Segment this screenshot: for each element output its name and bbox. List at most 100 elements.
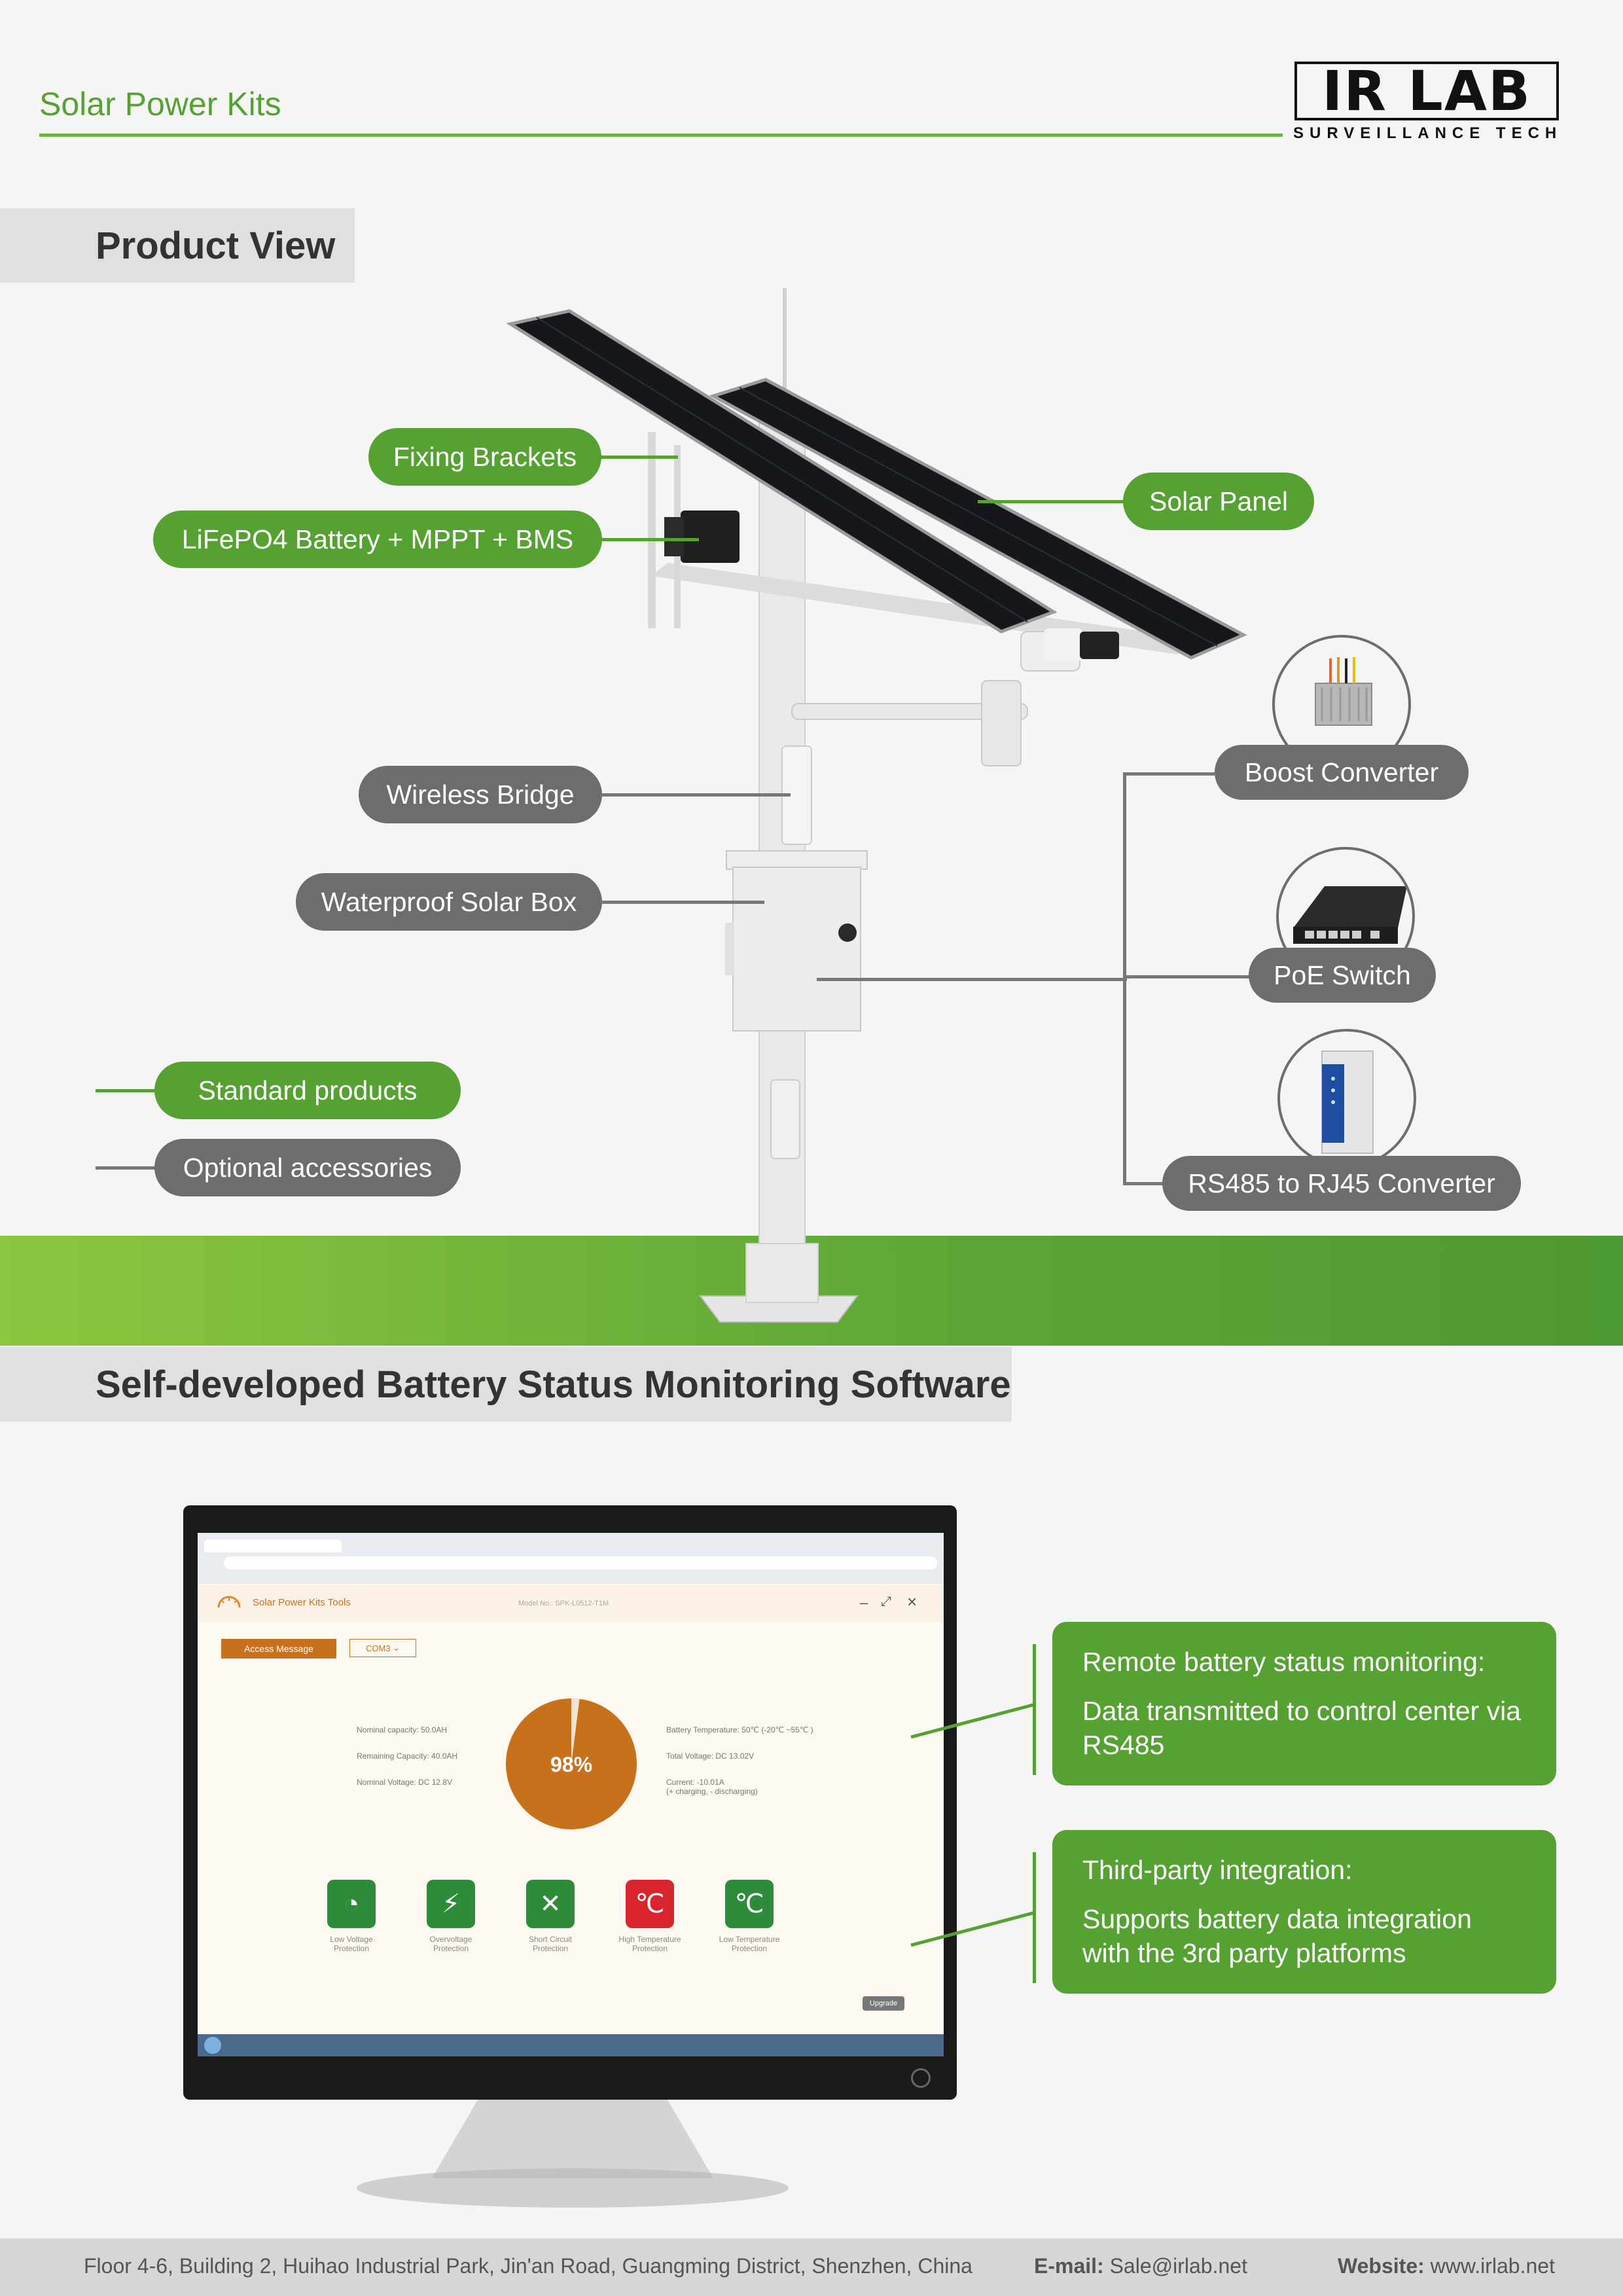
- protection-label: Short Circuit Protection: [528, 1935, 573, 1954]
- label-fixing-brackets-text: Fixing Brackets: [393, 441, 577, 472]
- logo-text: IR LAB: [1322, 59, 1531, 123]
- stat-battery-temperature: Battery Temperature: 50℃ (-20℃ ~55℃ ): [666, 1725, 813, 1734]
- battery-leader: [601, 538, 699, 541]
- label-solar-box-text: Waterproof Solar Box: [321, 886, 577, 917]
- access-message-button[interactable]: Access Message: [221, 1639, 336, 1659]
- label-wireless-bridge: Wireless Bridge: [359, 766, 602, 823]
- battery-percent: 98%: [550, 1753, 593, 1776]
- app-model: Model No.: SPK-L0512-T1M: [518, 1600, 609, 1607]
- solar-pole-illustration: [506, 288, 1247, 1323]
- taskbar: [198, 2034, 944, 2056]
- rs485-branch: [1123, 1182, 1175, 1185]
- header-divider: [39, 134, 1283, 137]
- battery-pie: [506, 1698, 637, 1829]
- page-title: Solar Power Kits: [39, 86, 281, 122]
- monitor-stand: [357, 2100, 789, 2208]
- feature-1-title: Remote battery status monitoring:: [1082, 1647, 1486, 1677]
- stat-remaining-capacity: Remaining Capacity: 40.0AH: [357, 1751, 458, 1761]
- label-wireless-bridge-text: Wireless Bridge: [386, 779, 575, 810]
- footer-website-label: Website:: [1338, 2254, 1425, 2278]
- footer-email-value[interactable]: Sale@irlab.net: [1109, 2254, 1247, 2278]
- legend-optional: Optional accessories: [154, 1139, 461, 1196]
- software-heading: Self-developed Battery Status Monitoring…: [0, 1347, 1012, 1422]
- legend-standard-line: [96, 1089, 161, 1092]
- feature-2-bracket: [1033, 1852, 1036, 1983]
- gauge-icon: ◔: [327, 1880, 376, 1928]
- thermometer-high-icon: ℃: [626, 1880, 674, 1928]
- lightning-icon: ⚡: [427, 1880, 475, 1928]
- poe-branch: [1123, 975, 1254, 978]
- boost-branch: [1123, 772, 1215, 776]
- start-icon[interactable]: [204, 2037, 221, 2054]
- solar-panel-leader: [978, 500, 1124, 503]
- protection-label: Low Temperature Protection: [719, 1935, 780, 1954]
- stat-current-note: (+ charging, - discharging): [666, 1787, 758, 1796]
- label-battery-text: LiFePO4 Battery + MPPT + BMS: [181, 524, 574, 554]
- stat-current: Current: -10.01A: [666, 1778, 724, 1787]
- label-fixing-brackets: Fixing Brackets: [368, 428, 601, 486]
- accessories-connector: [817, 978, 1127, 981]
- close-icon[interactable]: ×: [907, 1592, 918, 1611]
- legend-optional-text: Optional accessories: [183, 1152, 433, 1183]
- label-boost-converter-text: Boost Converter: [1244, 757, 1439, 787]
- minimize-icon[interactable]: –: [860, 1594, 868, 1611]
- label-poe-switch-text: PoE Switch: [1274, 960, 1411, 990]
- software-heading-text: Self-developed Battery Status Monitoring…: [96, 1363, 1011, 1406]
- feature-2-leader: [910, 1910, 1036, 1947]
- label-boost-converter: Boost Converter: [1215, 745, 1469, 800]
- legend-standard-text: Standard products: [198, 1075, 418, 1105]
- label-poe-switch: PoE Switch: [1249, 948, 1436, 1003]
- protection-label: High Temperature Protection: [618, 1935, 681, 1954]
- feature-2-body: Supports battery data integration with t…: [1082, 1904, 1472, 1968]
- rs485-converter-icon: [1321, 1050, 1374, 1154]
- label-solar-box: Waterproof Solar Box: [296, 873, 602, 931]
- feature-third-party: Third-party integration: Supports batter…: [1052, 1830, 1556, 1994]
- thermometer-low-icon: ℃: [725, 1880, 774, 1928]
- label-solar-panel-text: Solar Panel: [1149, 486, 1288, 516]
- port-select[interactable]: COM3 ⌄: [349, 1639, 416, 1657]
- browser-tab[interactable]: [204, 1539, 342, 1552]
- footer-address: Floor 4-6, Building 2, Huihao Industrial…: [84, 2254, 972, 2278]
- maximize-icon[interactable]: ⤢: [881, 1594, 891, 1609]
- label-battery: LiFePO4 Battery + MPPT + BMS: [153, 511, 602, 568]
- monitor-screen: Solar Power Kits Tools Model No.: SPK-L0…: [198, 1533, 944, 2056]
- stat-nominal-capacity: Nominal capacity: 50.0AH: [357, 1725, 448, 1734]
- protection-label: Overvoltage Protection: [429, 1935, 473, 1954]
- protection-label: Low Voltage Protection: [330, 1935, 373, 1954]
- feature-remote-monitoring: Remote battery status monitoring: Data t…: [1052, 1622, 1556, 1785]
- browser-address-bar[interactable]: [224, 1556, 937, 1570]
- label-rs485: RS485 to RJ45 Converter: [1162, 1156, 1521, 1211]
- stat-nominal-voltage: Nominal Voltage: DC 12.8V: [357, 1778, 453, 1787]
- label-solar-panel: Solar Panel: [1123, 473, 1314, 530]
- footer: Floor 4-6, Building 2, Huihao Industrial…: [0, 2238, 1623, 2296]
- port-value: COM3: [365, 1643, 391, 1653]
- app-titlebar: [198, 1585, 944, 1622]
- rs485-converter-image: [1277, 1029, 1416, 1168]
- power-icon: [911, 2068, 931, 2088]
- logo-subtitle: SURVEILLANCE TECH: [1293, 124, 1563, 142]
- feature-1-body: Data transmitted to control center via R…: [1082, 1696, 1521, 1760]
- brand-logo: IR LAB: [1294, 59, 1559, 123]
- boost-converter-icon: [1315, 657, 1372, 726]
- legend-optional-line: [96, 1166, 161, 1170]
- footer-website-value[interactable]: www.irlab.net: [1430, 2254, 1555, 2278]
- feature-1-bracket: [1033, 1644, 1036, 1775]
- poe-switch-icon: [1293, 886, 1407, 944]
- upgrade-button[interactable]: Upgrade: [863, 1996, 904, 2011]
- footer-website: Website: www.irlab.net: [1338, 2254, 1555, 2278]
- feature-2-title: Third-party integration:: [1082, 1855, 1353, 1885]
- footer-email-label: E-mail:: [1034, 2254, 1104, 2278]
- short-circuit-icon: ✕: [526, 1880, 575, 1928]
- stat-total-voltage: Total Voltage: DC 13.02V: [666, 1751, 755, 1761]
- sun-logo-icon: [216, 1596, 242, 1609]
- product-view-heading-text: Product View: [96, 224, 336, 267]
- app-title: Solar Power Kits Tools: [253, 1597, 351, 1608]
- feature-1-leader: [910, 1702, 1036, 1739]
- footer-email: E-mail: Sale@irlab.net: [1034, 2254, 1247, 2278]
- product-view-heading: Product View: [0, 208, 355, 283]
- solar-box-leader: [601, 901, 764, 904]
- wireless-bridge-leader: [601, 793, 791, 797]
- fixing-brackets-leader: [599, 456, 678, 459]
- legend-standard: Standard products: [154, 1062, 461, 1119]
- label-rs485-text: RS485 to RJ45 Converter: [1188, 1168, 1495, 1198]
